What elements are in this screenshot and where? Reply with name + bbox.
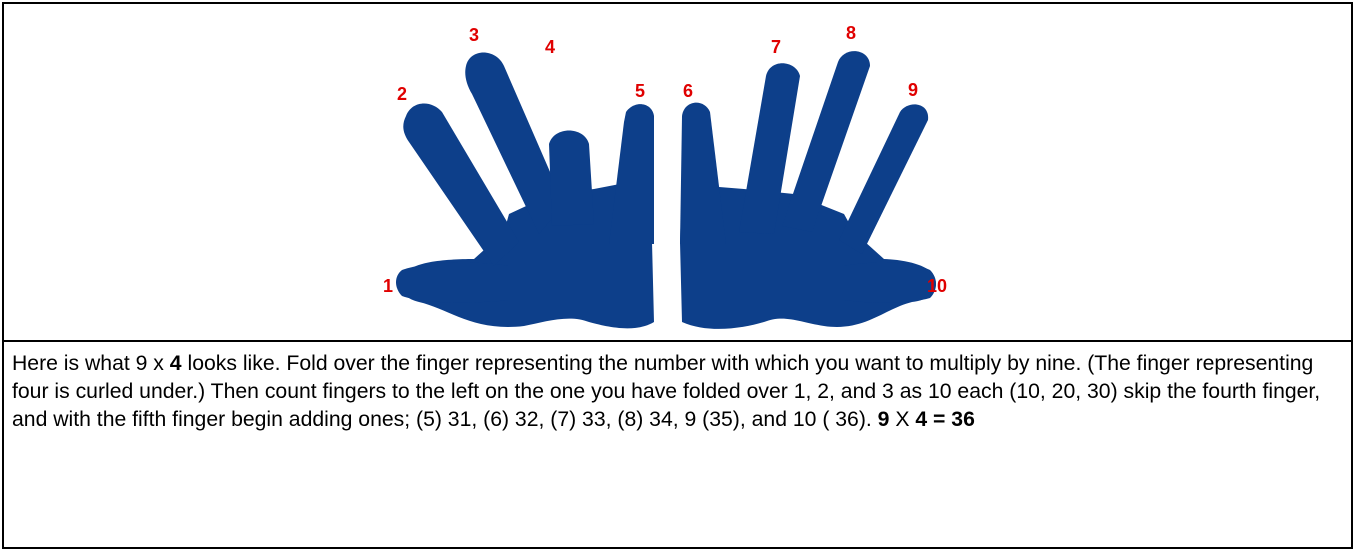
left-finger-1 <box>396 263 509 303</box>
caption-result-nine: 9 <box>878 408 890 431</box>
finger-label-6: 6 <box>683 81 693 101</box>
caption-intro: Here is what 9 x <box>12 352 170 375</box>
finger-label-3: 3 <box>469 25 479 45</box>
right-hand <box>680 51 936 329</box>
caption-intro-bold: 4 <box>170 352 182 375</box>
finger-label-8: 8 <box>846 23 856 43</box>
caption-body: looks like. Fold over the finger represe… <box>12 352 1320 431</box>
caption-cell: Here is what 9 x 4 looks like. Fold over… <box>4 342 1351 549</box>
caption-result-equation: 4 = 36 <box>915 408 975 431</box>
right-finger-9 <box>839 104 928 254</box>
finger-label-4: 4 <box>545 37 555 57</box>
finger-label-5: 5 <box>635 81 645 101</box>
left-finger-5 <box>609 104 654 244</box>
hands-figure-cell: 1 2 3 4 5 6 7 8 9 10 <box>4 4 1351 342</box>
left-finger-4 <box>549 131 594 227</box>
finger-label-9: 9 <box>908 80 918 100</box>
left-hand <box>396 53 654 329</box>
hands-illustration: 1 2 3 4 5 6 7 8 9 10 <box>4 4 1351 342</box>
right-finger-10 <box>844 263 936 303</box>
caption-result-times: X <box>889 408 915 431</box>
right-finger-6 <box>680 103 726 244</box>
finger-label-7: 7 <box>771 37 781 57</box>
finger-label-10: 10 <box>927 276 947 296</box>
finger-label-2: 2 <box>397 84 407 104</box>
finger-label-1: 1 <box>383 276 393 296</box>
caption-paragraph: Here is what 9 x 4 looks like. Fold over… <box>12 350 1341 434</box>
